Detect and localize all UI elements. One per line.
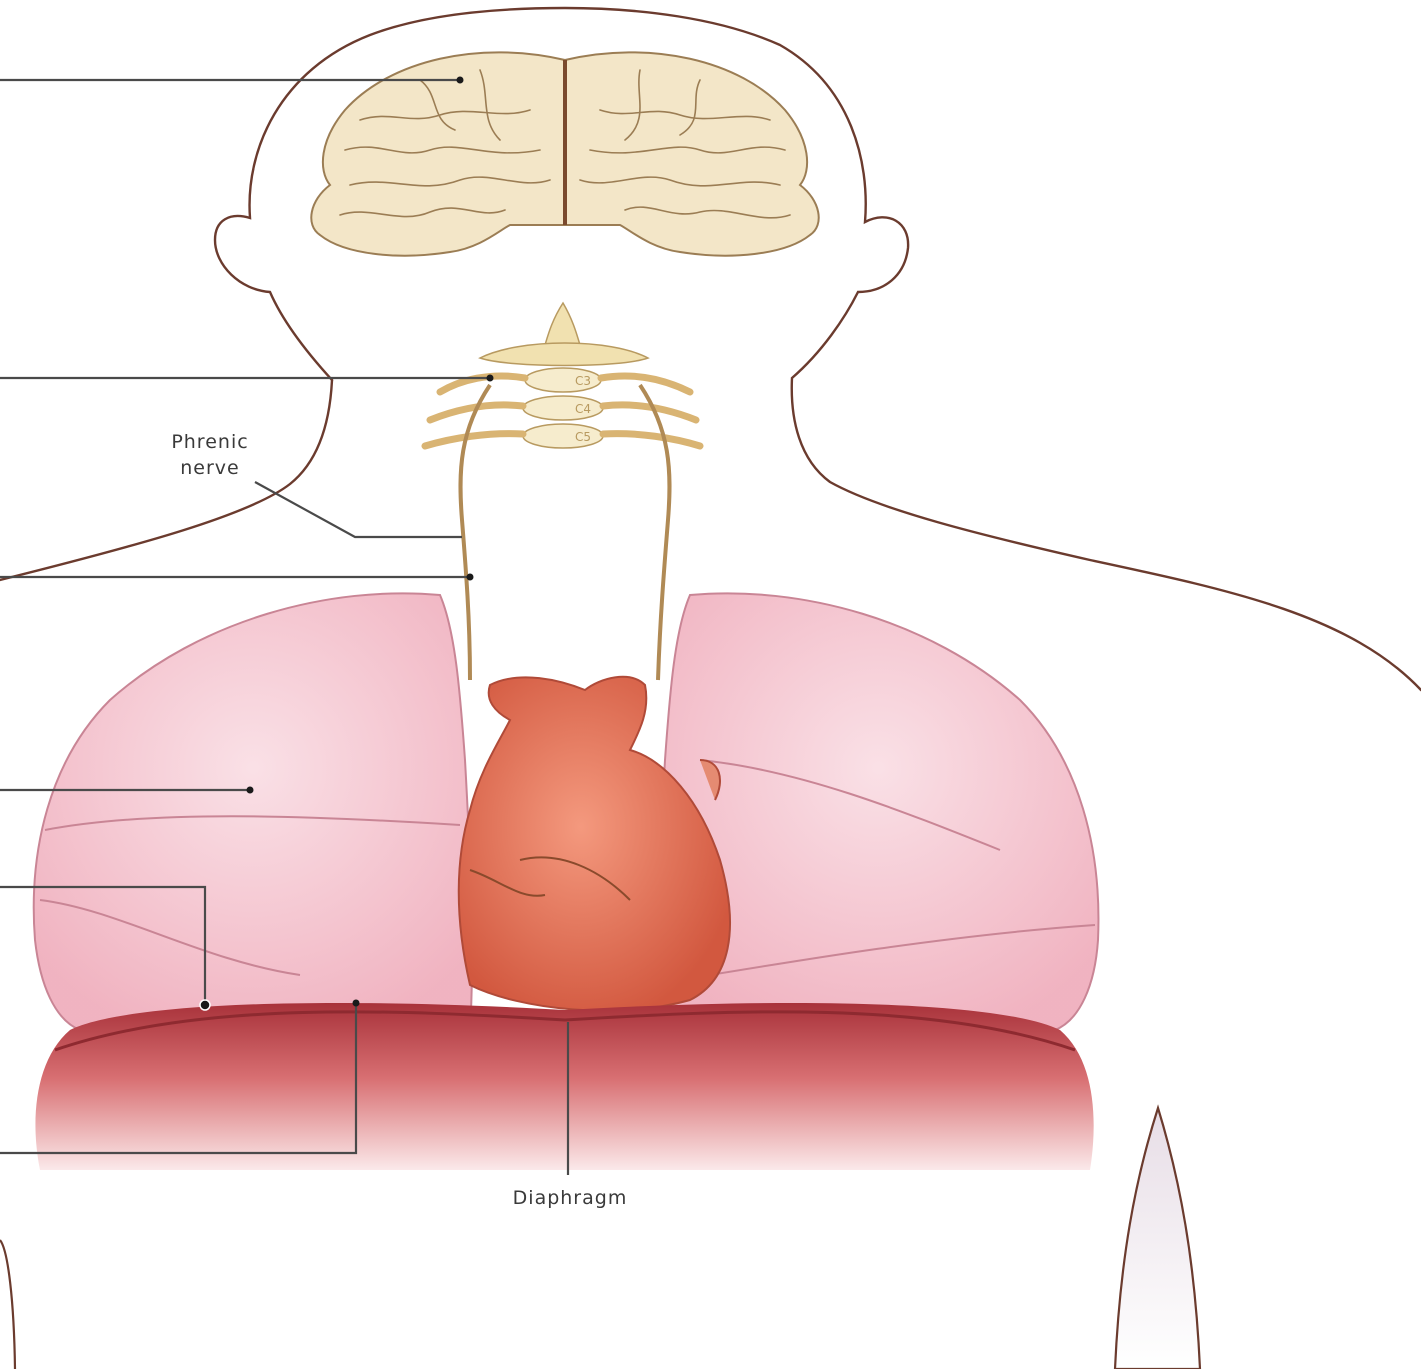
leader-dot xyxy=(200,1000,210,1010)
vertebra-label: C4 xyxy=(575,402,591,416)
vertebra-label: C5 xyxy=(575,430,591,444)
phrenic-nerve-left xyxy=(460,385,490,680)
left-arm xyxy=(0,1240,15,1369)
vertebra-c3: C3 xyxy=(525,368,601,392)
leader-dot xyxy=(457,77,464,84)
phrenic-nerve-right xyxy=(640,385,670,680)
right-lung xyxy=(658,593,1099,1030)
vertebra-c5: C5 xyxy=(523,424,603,448)
vertebra-label: C3 xyxy=(575,374,591,388)
brain xyxy=(311,52,818,255)
right-arm xyxy=(1115,1108,1200,1369)
leader-dot xyxy=(487,375,494,382)
leader-dot xyxy=(247,787,254,794)
phrenic-nerve-label-line2: nerve xyxy=(180,457,239,479)
diaphragm xyxy=(35,1003,1093,1170)
leader-dot xyxy=(353,1000,360,1007)
left-lung xyxy=(34,593,472,1030)
vertebra-c4: C4 xyxy=(523,396,603,420)
diaphragm-label: Diaphragm xyxy=(513,1187,628,1209)
leader-phrenic-nerve xyxy=(255,482,462,537)
leader-dot xyxy=(467,574,474,581)
phrenic-nerve-label-line1: Phrenic xyxy=(171,431,248,453)
